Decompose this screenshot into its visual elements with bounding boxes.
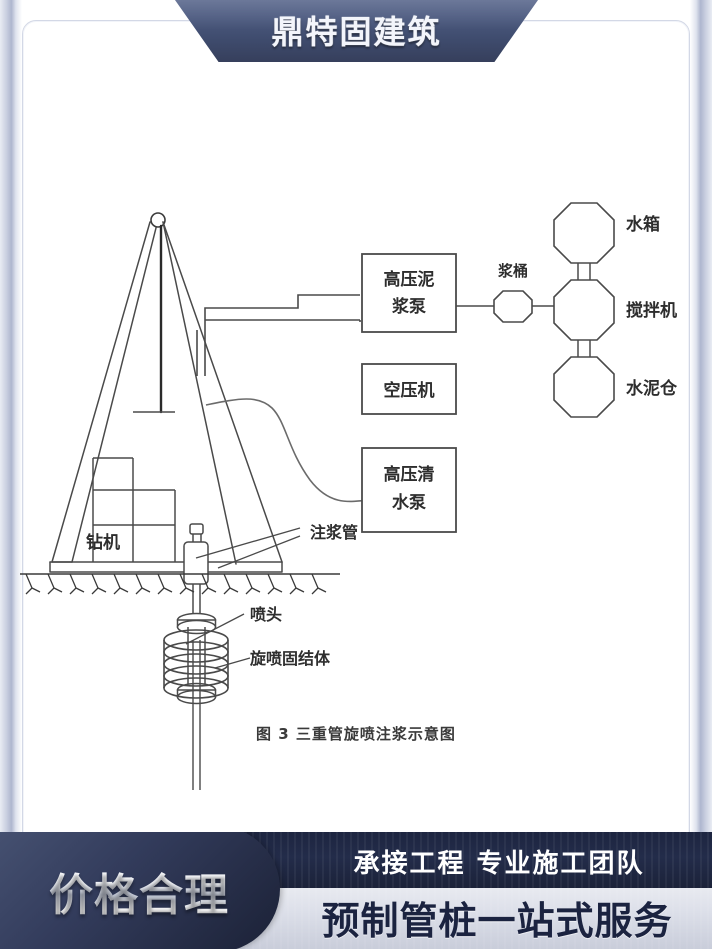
header-banner <box>175 0 538 62</box>
footer-slogan-bottom: 预制管桩一站式服务 <box>321 898 673 943</box>
label-grouting-pipe: 注浆管 <box>310 523 358 542</box>
label-water-tank: 水箱 <box>626 214 660 235</box>
schematic-diagram: 高压泥 浆泵 空压机 高压清 水泵 浆桶 水箱 搅拌机 水泥仓 钻机 注浆管 喷… <box>0 150 712 790</box>
label-slurry-bucket: 浆桶 <box>498 262 528 280</box>
label-nozzle: 喷头 <box>250 605 282 624</box>
footer-banner: 价格合理 承接工程 专业施工团队 预制管桩一站式服务 <box>0 832 712 949</box>
label-clean-water-pump-line1: 高压清 <box>384 464 435 485</box>
footer-slogan-top: 承接工程 专业施工团队 <box>353 848 645 879</box>
label-mixer: 搅拌机 <box>626 300 677 321</box>
label-clean-water-pump-line2: 水泵 <box>392 492 426 513</box>
label-mud-pump-line2: 浆泵 <box>392 296 426 317</box>
label-mud-pump-line1: 高压泥 <box>384 269 435 290</box>
company-name: 鼎特固建筑 <box>271 13 442 51</box>
label-drill-rig: 钻机 <box>86 532 120 553</box>
price-badge-shape <box>0 832 280 949</box>
label-jet-column: 旋喷固结体 <box>249 649 331 668</box>
content-card <box>22 20 690 834</box>
price-badge-text: 价格合理 <box>8 856 270 926</box>
label-air-compressor: 空压机 <box>384 380 435 401</box>
figure-caption: 图 3 三重管旋喷注浆示意图 <box>256 725 456 743</box>
label-cement-silo: 水泥仓 <box>626 378 678 399</box>
